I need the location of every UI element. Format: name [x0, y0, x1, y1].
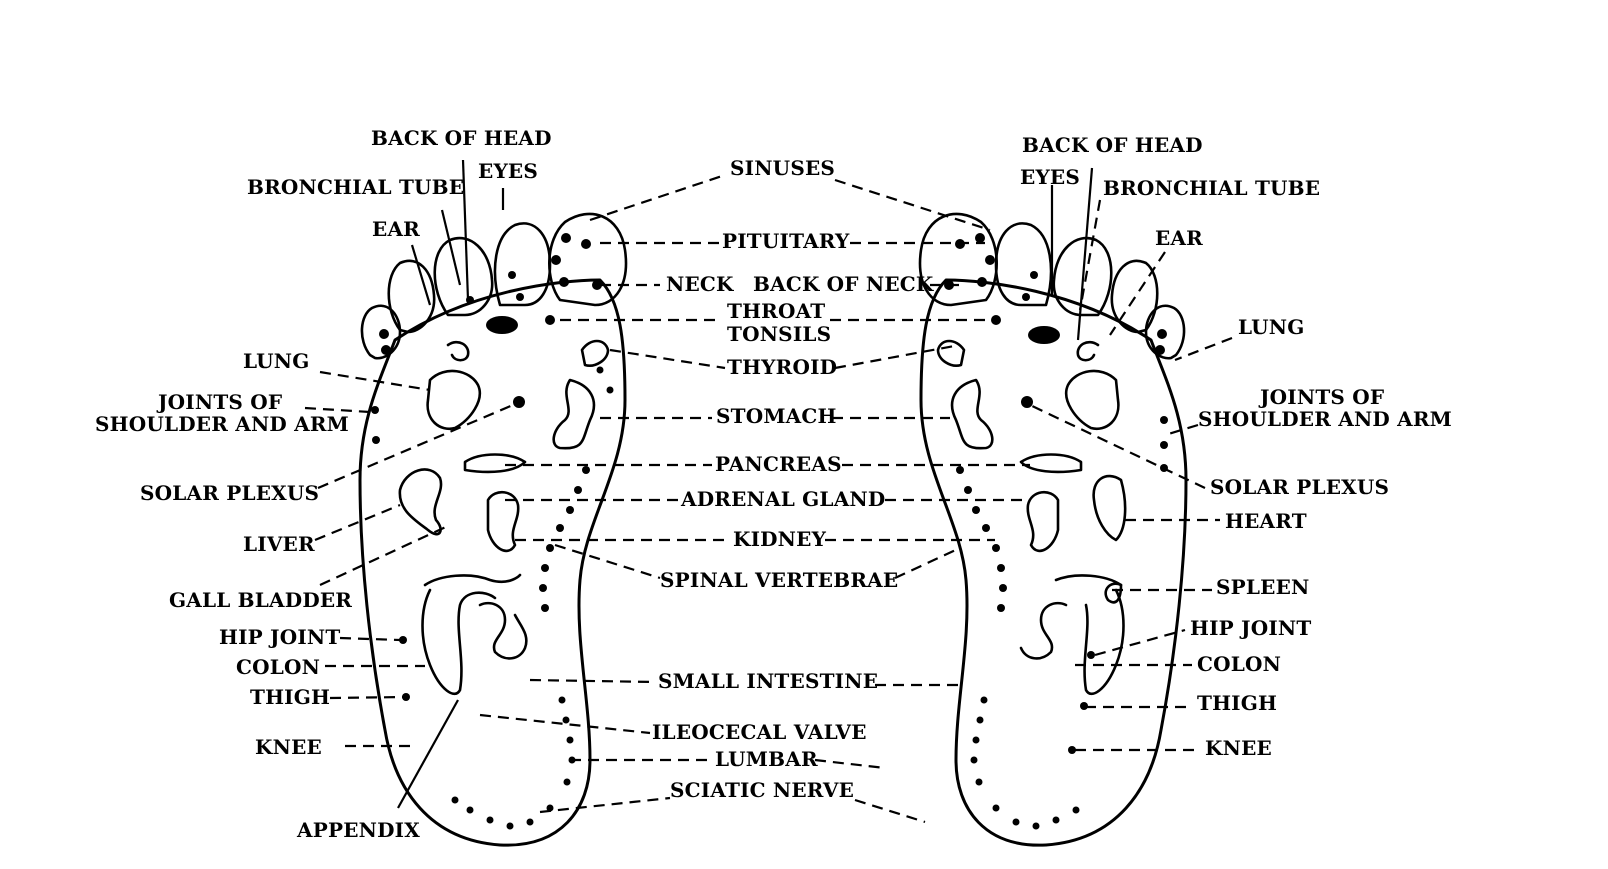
label-pituitary: PITUITARY	[722, 229, 850, 253]
label-joints-of-right: JOINTS OF	[1258, 385, 1384, 409]
label-shoulder-and-arm-left: SHOULDER AND ARM	[95, 412, 349, 436]
left-toe-2	[493, 222, 552, 307]
label-bronchial-tube-right: BRONCHIAL TUBE	[1103, 176, 1320, 200]
left-eye-spot	[486, 316, 518, 334]
label-knee-right: KNEE	[1205, 736, 1272, 760]
label-solar-plexus-right: SOLAR PLEXUS	[1210, 475, 1389, 499]
label-lung-right: LUNG	[1238, 315, 1305, 339]
left-toe-dots	[371, 233, 602, 701]
label-sinuses: SINUSES	[730, 156, 835, 180]
label-knee-left: KNEE	[255, 735, 322, 759]
leader-lines	[304, 159, 1233, 824]
label-bronchial-tube-left: BRONCHIAL TUBE	[247, 175, 464, 199]
label-solar-plexus-left: SOLAR PLEXUS	[140, 481, 319, 505]
left-pancreas-shape	[463, 453, 527, 474]
label-gall-bladder: GALL BLADDER	[169, 588, 352, 612]
left-foot	[358, 212, 628, 847]
label-spleen: SPLEEN	[1216, 575, 1310, 599]
left-lung-shape	[426, 369, 481, 431]
left-thyroid-shape	[580, 339, 610, 367]
label-thigh-right: THIGH	[1197, 691, 1277, 715]
label-stomach: STOMACH	[716, 404, 837, 428]
left-stomach-shape	[552, 378, 596, 450]
label-hip-joint-left: HIP JOINT	[219, 625, 340, 649]
left-colon-shape	[421, 573, 522, 696]
label-throat: THROAT	[727, 299, 825, 323]
left-toe-4	[387, 259, 436, 334]
label-thigh-left: THIGH	[250, 685, 330, 709]
left-liver-shape	[398, 468, 443, 536]
right-heart-shape	[1092, 474, 1127, 542]
label-lung-left: LUNG	[243, 349, 310, 373]
right-foot	[918, 212, 1188, 847]
label-hip-joint-right: HIP JOINT	[1190, 616, 1311, 640]
left-kidney-shape	[486, 491, 520, 553]
label-spinal-vertebrae: SPINAL VERTEBRAE	[660, 568, 898, 592]
label-ear-right: EAR	[1155, 226, 1203, 250]
left-small-intestine-shape	[478, 601, 528, 660]
labels: BACK OF HEAD EYES BRONCHIAL TUBE EAR LUN…	[95, 126, 1452, 842]
label-ear-left: EAR	[372, 217, 420, 241]
left-toe-3	[433, 236, 494, 317]
label-sciatic-nerve: SCIATIC NERVE	[670, 778, 854, 802]
label-joints-of-left: JOINTS OF	[156, 390, 282, 414]
left-toe-5	[360, 304, 402, 360]
label-colon-left: COLON	[236, 655, 320, 679]
label-liver: LIVER	[243, 532, 315, 556]
label-ileocecal-valve: ILEOCECAL VALVE	[652, 720, 867, 744]
label-adrenal-gland: ADRENAL GLAND	[680, 487, 885, 511]
label-colon-right: COLON	[1197, 652, 1281, 676]
label-back-of-head-left: BACK OF HEAD	[371, 126, 552, 150]
label-back-of-head-right: BACK OF HEAD	[1022, 133, 1203, 157]
label-heart: HEART	[1225, 509, 1307, 533]
label-eyes-left: EYES	[478, 159, 538, 183]
label-eyes-right: EYES	[1020, 165, 1080, 189]
label-shoulder-and-arm-right: SHOULDER AND ARM	[1198, 407, 1452, 431]
label-thyroid: THYROID	[727, 355, 837, 379]
label-kidney: KIDNEY	[733, 527, 827, 551]
label-small-intestine: SMALL INTESTINE	[658, 669, 878, 693]
left-ear-shape	[446, 340, 470, 362]
label-neck: NECK	[666, 272, 734, 296]
label-pancreas: PANCREAS	[715, 452, 842, 476]
label-back-of-neck: BACK OF NECK	[753, 272, 934, 296]
label-tonsils: TONSILS	[727, 322, 831, 346]
label-appendix: APPENDIX	[296, 818, 420, 842]
label-lumbar: LUMBAR	[715, 747, 818, 771]
